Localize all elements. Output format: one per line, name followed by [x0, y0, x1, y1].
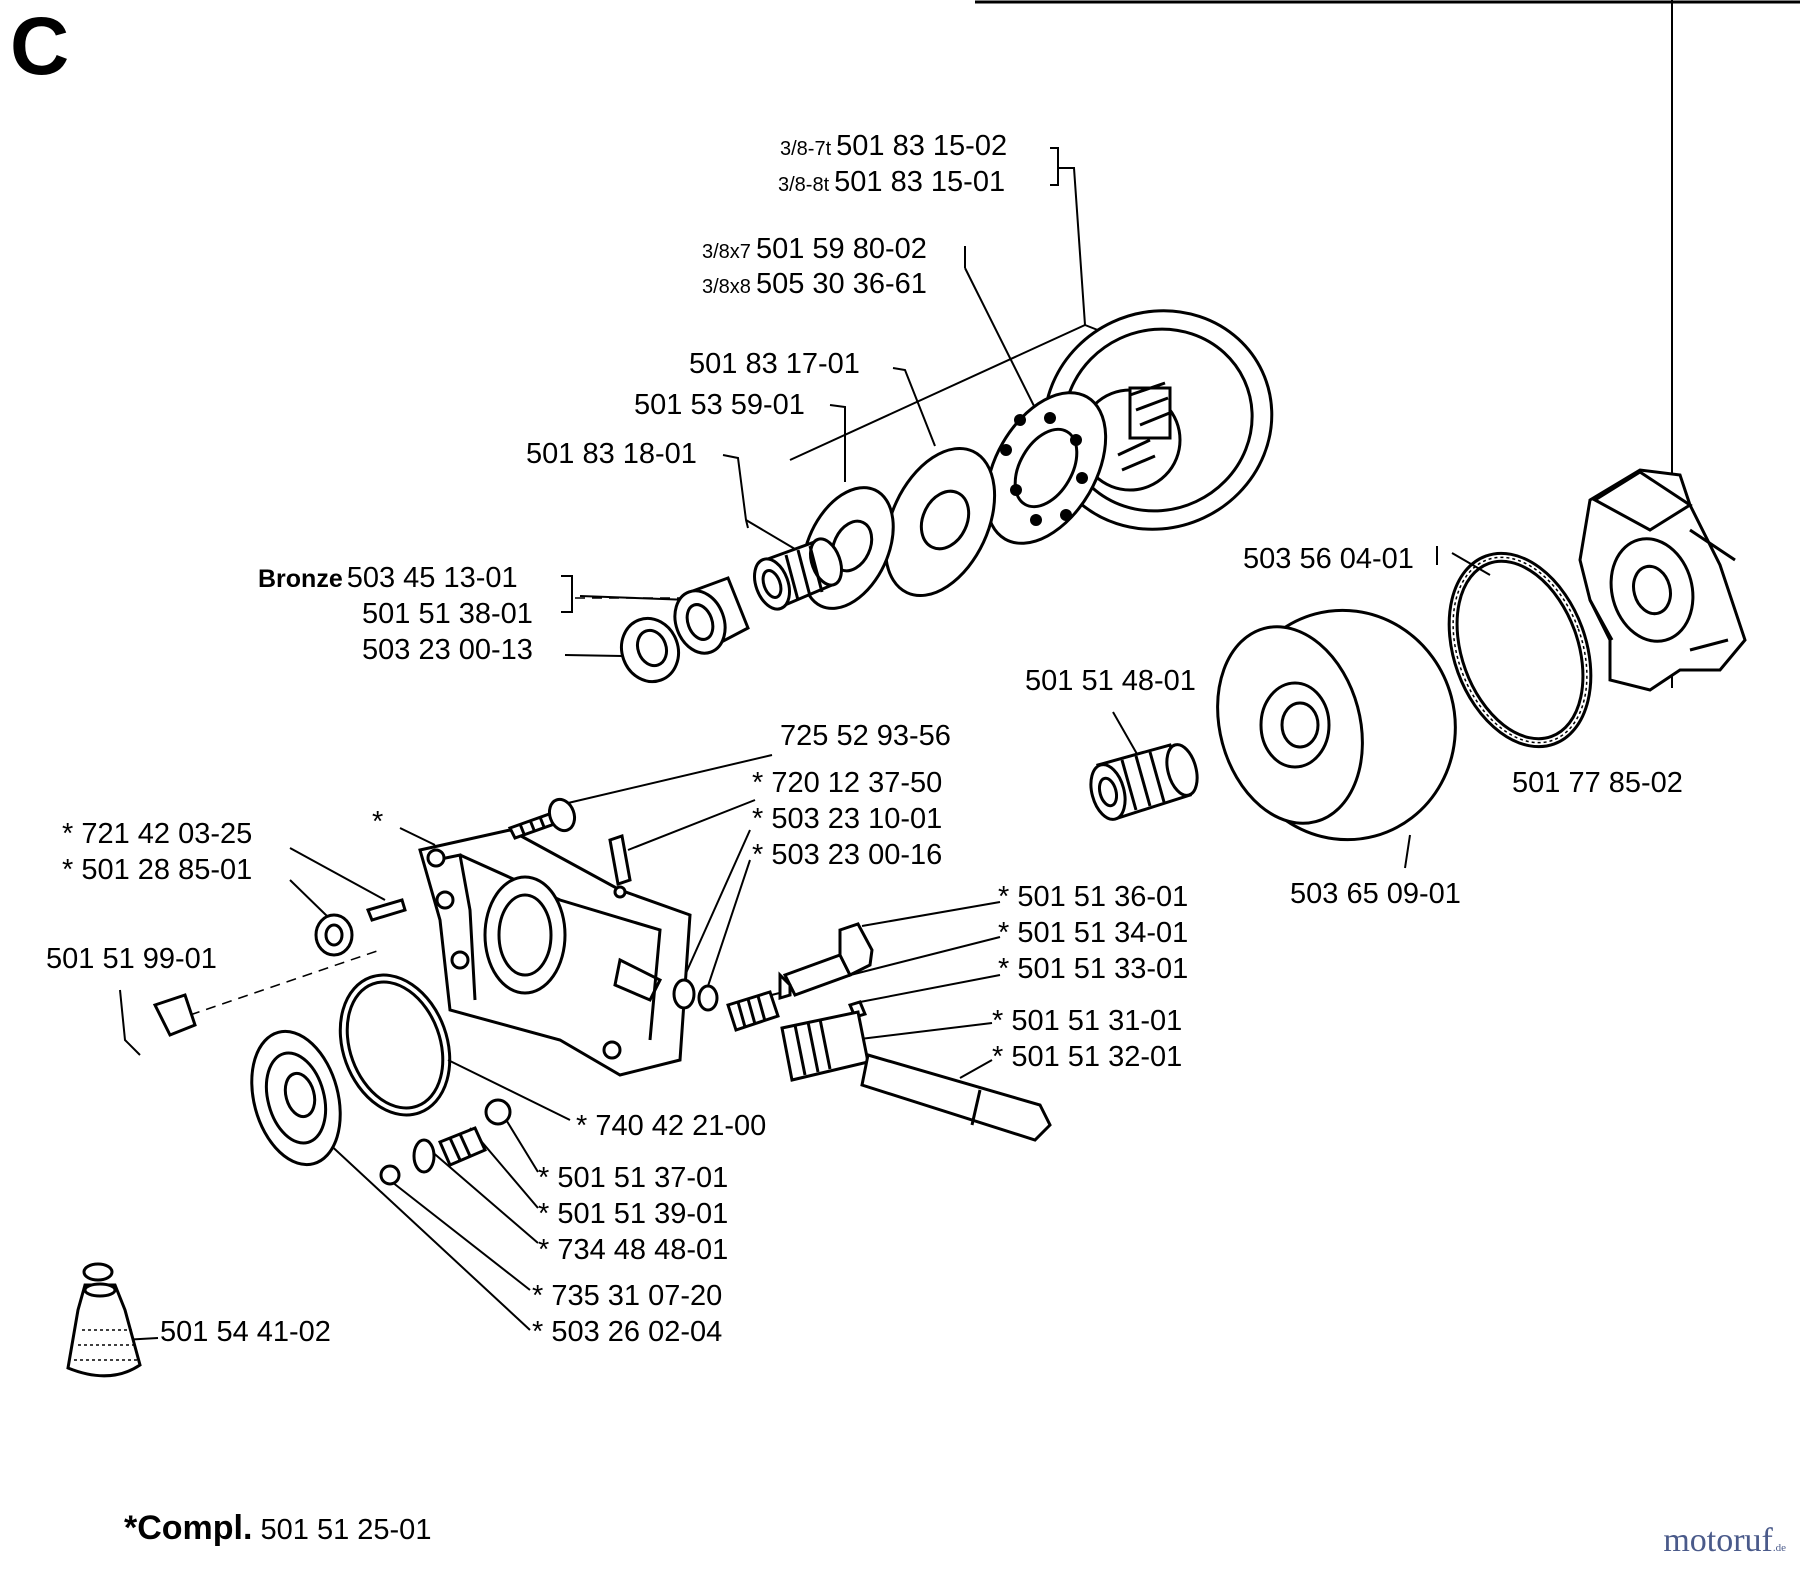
- part-number: 501 59 80-02: [755, 233, 927, 265]
- label-clutch-spring: 503 56 04-01: [1243, 543, 1414, 575]
- o-ring-part: [338, 973, 452, 1117]
- washer-large-part: [883, 446, 997, 598]
- label-housing-star: *: [372, 806, 384, 838]
- label-oil-filter: 501 54 41-02: [160, 1316, 331, 1348]
- label-screw-top: 725 52 93-56: [780, 720, 951, 752]
- label-clutch-hub: 501 77 85-02: [1512, 767, 1683, 799]
- adjust-spring-part: [438, 1126, 487, 1167]
- housing-washer-part: [314, 913, 354, 957]
- leader-lines: [119, 0, 1673, 1341]
- large-seal-part: [250, 1029, 342, 1167]
- watermark-logo: motoruf.de: [1663, 1522, 1786, 1560]
- clutch-drum-part: [1216, 608, 1457, 842]
- label-adjust-seal: * 734 48 48-01: [538, 1234, 729, 1266]
- label-ball: * 735 31 07-20: [532, 1280, 723, 1312]
- part-number: 501 83 15-02: [836, 130, 1008, 162]
- label-adjust-spring: * 501 51 39-01: [538, 1198, 729, 1230]
- label-housing-washer: * 501 28 85-01: [62, 854, 253, 886]
- label-needle-bearing: 501 51 48-01: [1025, 665, 1196, 697]
- clutch-hub-part: [1578, 468, 1747, 692]
- oil-pump-housing-part: [418, 828, 692, 1077]
- size-code: 3/8-8t: [778, 174, 830, 196]
- size-code: 3/8x8: [702, 276, 751, 298]
- housing-screw-part: [365, 898, 407, 922]
- section-letter: C: [10, 1, 70, 92]
- clutch-spring-part: [1447, 551, 1593, 749]
- watermark-name: motoruf: [1663, 1522, 1773, 1559]
- pin-part: [608, 834, 632, 886]
- label-clutch-drum: 503 65 09-01: [1290, 878, 1461, 910]
- screw-top-part: [507, 797, 577, 840]
- adjust-screw-part: [484, 1098, 512, 1126]
- label-washer-b: * 503 23 00-16: [752, 839, 943, 871]
- oil-hose-part: [82, 993, 197, 1282]
- label-spring-b: * 501 51 33-01: [998, 953, 1189, 985]
- worm-shaft-part: [780, 1010, 1052, 1142]
- size-code: 3/8-7t: [780, 138, 832, 160]
- label-plug: * 503 26 02-04: [532, 1316, 723, 1348]
- sprocket-clutch-drum: [1042, 309, 1274, 531]
- washer-a-part: [672, 978, 696, 1010]
- plug-part: [379, 1164, 401, 1186]
- pump-piston-part: [778, 922, 874, 1001]
- thrust-washer-part: [620, 616, 680, 684]
- watermark-tld: .de: [1772, 1542, 1786, 1554]
- adjust-seal-part: [412, 1138, 436, 1174]
- label-washer-large: 501 83 17-01: [689, 348, 860, 380]
- bronze-bushing-part: [673, 576, 750, 655]
- needle-bearing-part: [1089, 743, 1199, 821]
- part-number: 501 83 15-01: [834, 166, 1006, 198]
- spring-a-part: [726, 990, 780, 1032]
- label-washer-a: * 503 23 10-01: [752, 803, 943, 835]
- label-thrust-washer: 503 23 00-13: [362, 634, 533, 666]
- label-bushing: 501 51 38-01: [362, 598, 533, 630]
- rim-sprocket: [984, 391, 1108, 545]
- label-housing-screw: * 721 42 03-25: [62, 818, 253, 850]
- label-washer-small: 501 53 59-01: [634, 389, 805, 421]
- label-adjust-screw: * 501 51 37-01: [538, 1162, 729, 1194]
- needle-bearing-drum-part: [753, 537, 844, 611]
- complete-assembly-note: *Compl. 501 51 25-01: [124, 1510, 431, 1548]
- label-spring-a: * 501 51 34-01: [998, 917, 1189, 949]
- label-pin: * 720 12 37-50: [752, 767, 943, 799]
- part-number: 505 30 36-61: [755, 268, 927, 300]
- label-o-ring: * 740 42 21-00: [576, 1110, 767, 1142]
- size-code: 3/8x7: [702, 241, 751, 263]
- compl-prefix: *Compl.: [124, 1509, 253, 1547]
- label-pin-b: * 501 51 31-01: [992, 1005, 1183, 1037]
- material-prefix: Bronze: [258, 565, 343, 593]
- label-pump-piston: * 501 51 36-01: [998, 881, 1189, 913]
- part-number: 503 45 13-01: [346, 562, 518, 594]
- compl-part-number: 501 51 25-01: [260, 1514, 432, 1546]
- label-worm-shaft: * 501 51 32-01: [992, 1041, 1183, 1073]
- label-oil-hose: 501 51 99-01: [46, 943, 217, 975]
- label-needle-bearing-drum: 501 83 18-01: [526, 438, 697, 470]
- washer-b-part: [697, 984, 719, 1012]
- oil-filter-part: [66, 1282, 142, 1378]
